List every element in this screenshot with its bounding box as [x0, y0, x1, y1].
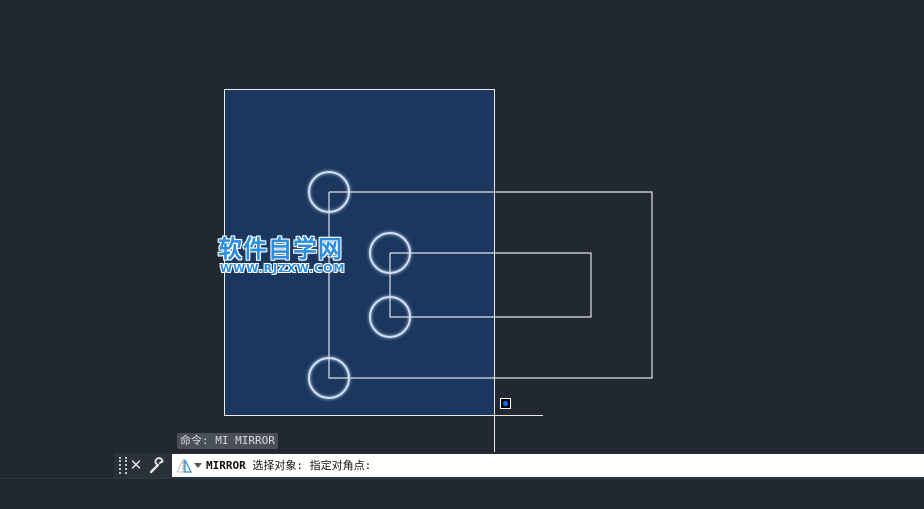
command-prompt-text: 选择对象: 指定对角点:	[245, 459, 372, 472]
command-prompt: MIRROR 选择对象: 指定对角点:	[206, 457, 371, 474]
command-name: MIRROR	[206, 459, 246, 472]
command-history-line: 命令: MI MIRROR	[177, 433, 278, 449]
command-line-bar: ✕ MIRROR 选择对象: 指定对角点:	[114, 453, 924, 478]
status-bar	[0, 478, 924, 509]
watermark-url: WWW.RJZXW.COM	[220, 262, 346, 275]
circle-2[interactable]	[369, 232, 411, 274]
wrench-icon[interactable]	[148, 457, 166, 475]
chevron-down-icon[interactable]	[194, 463, 202, 468]
watermark-title: 软件自学网	[218, 235, 343, 263]
mirror-icon[interactable]	[176, 458, 192, 474]
circle-4[interactable]	[308, 357, 350, 399]
cursor-grip	[502, 400, 509, 407]
circle-1[interactable]	[308, 171, 350, 213]
close-icon[interactable]: ✕	[129, 456, 143, 474]
watermark: 软件自学网 WWW.RJZXW.COM	[218, 236, 346, 275]
circle-3[interactable]	[369, 296, 411, 338]
drawing-canvas[interactable]	[0, 0, 924, 478]
outer-rectangle[interactable]	[328, 191, 653, 379]
command-input[interactable]: MIRROR 选择对象: 指定对角点:	[172, 454, 924, 477]
inner-rectangle[interactable]	[389, 252, 592, 318]
drag-handle-icon[interactable]	[119, 457, 127, 474]
